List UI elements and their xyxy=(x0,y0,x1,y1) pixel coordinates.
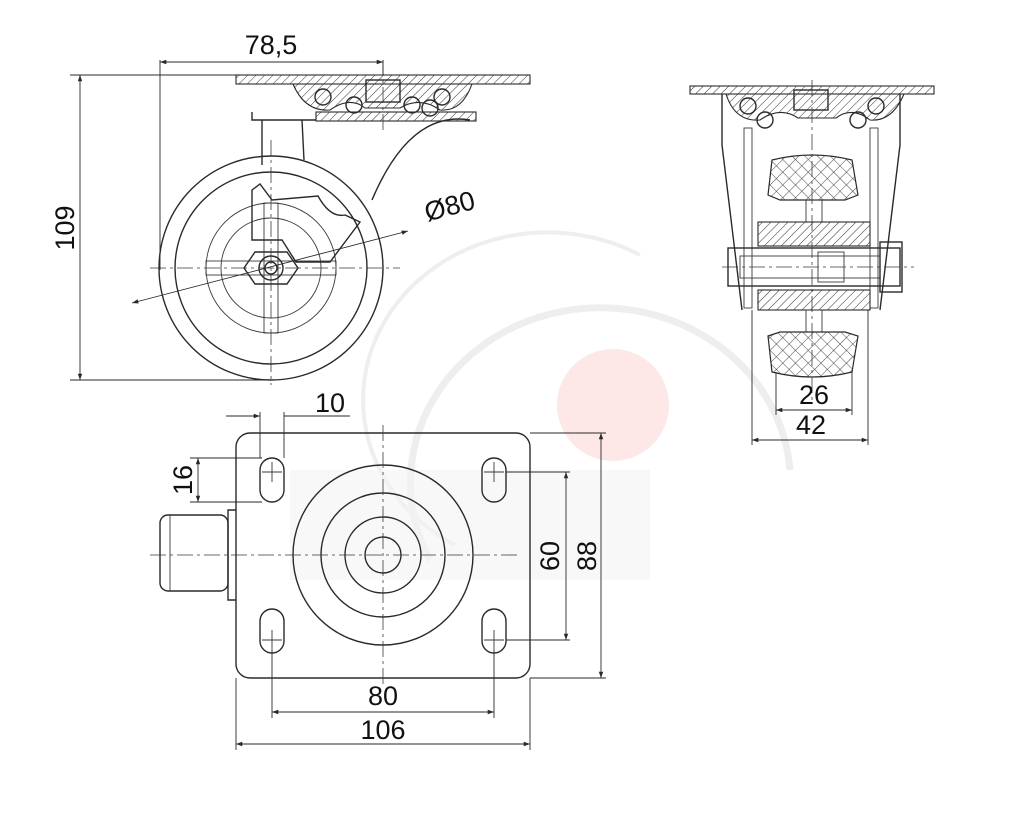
top-brake-pedal xyxy=(159,514,229,592)
dim-hole-spacing-short-label: 60 xyxy=(535,541,565,571)
front-kingpin-nut xyxy=(793,89,829,111)
front-fork-left-leg xyxy=(743,127,753,309)
side-fork-left xyxy=(251,112,316,121)
watermark-red-dot xyxy=(557,349,669,461)
front-tire-top xyxy=(767,154,859,201)
side-bearing-balls xyxy=(314,88,451,117)
slot-center-marks xyxy=(262,462,504,650)
front-web-top xyxy=(805,199,823,223)
side-fork-leg-2 xyxy=(301,119,305,161)
front-hub-top xyxy=(757,221,871,247)
dim-tread-label: 26 xyxy=(799,380,829,410)
slot-top-left xyxy=(259,457,285,503)
front-tire-bottom xyxy=(767,331,859,378)
front-fork-left-outer xyxy=(721,94,743,311)
dim-height-label: 109 xyxy=(50,205,80,250)
dim-hole-spacing-long-label: 80 xyxy=(368,681,398,711)
side-lower-race xyxy=(315,111,477,122)
dim-line-diameter xyxy=(131,230,409,304)
side-bearing-housing xyxy=(292,83,473,111)
front-hub-bottom xyxy=(757,289,871,311)
front-view: 26 42 xyxy=(689,80,935,445)
front-bearing-balls xyxy=(739,97,885,129)
dim-overall-label: 42 xyxy=(796,410,826,440)
side-fork-curve xyxy=(371,118,471,201)
side-brake-lever xyxy=(251,183,362,263)
side-view: 78,5 109 Ø80 xyxy=(50,30,531,385)
watermark-logo-block xyxy=(290,470,650,580)
slot-top-right xyxy=(481,457,507,503)
top-view: 10 16 60 88 80 106 xyxy=(150,388,606,750)
watermark-arc-outer xyxy=(407,304,794,562)
dim-slot-width-label: 10 xyxy=(315,388,345,418)
front-web-bottom xyxy=(805,309,823,333)
dim-offset-label: 78,5 xyxy=(245,30,298,60)
dim-plate-length-label: 106 xyxy=(360,715,405,745)
front-fork-right-outer xyxy=(879,94,901,311)
dim-plate-width-label: 88 xyxy=(572,541,602,571)
dim-slot-length-label: 16 xyxy=(168,465,198,495)
front-fork-right-leg xyxy=(869,127,879,309)
dim-diameter-label: Ø80 xyxy=(421,185,478,227)
